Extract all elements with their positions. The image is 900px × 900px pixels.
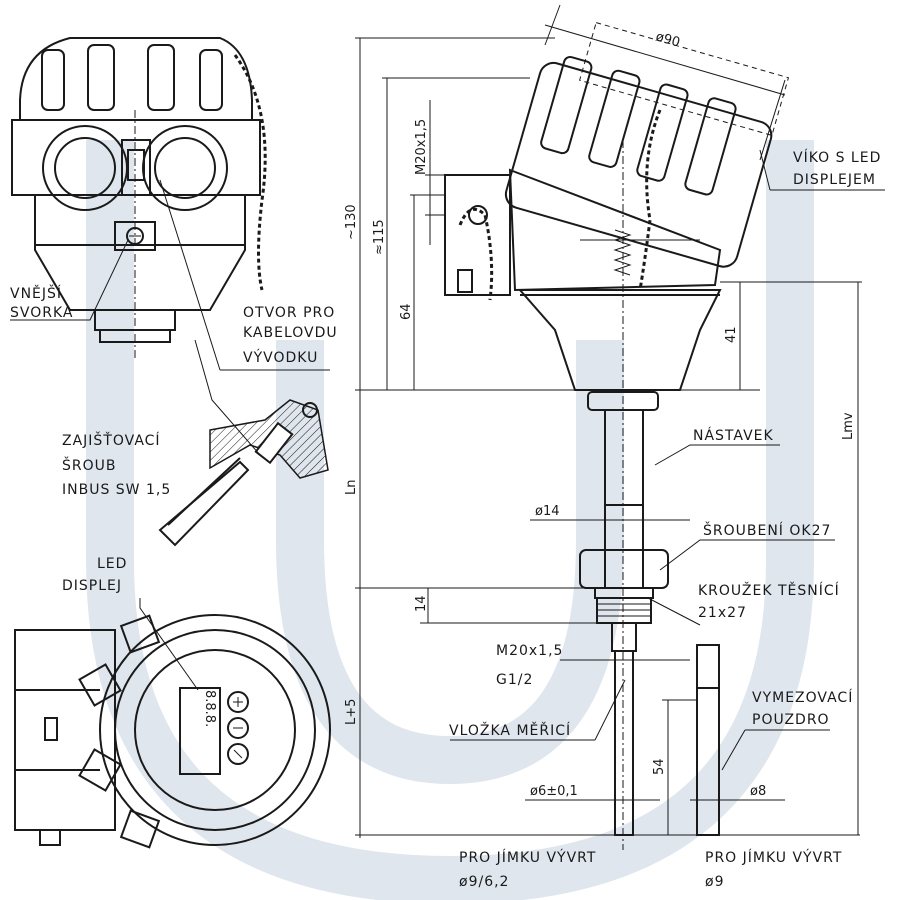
label-sleeve-2: POUZDRO [752, 712, 830, 728]
leader-outer-terminal [10, 239, 129, 321]
label-well-left-2: ø9/6,2 [459, 874, 509, 890]
leader-led-display [139, 598, 199, 691]
display-digits: 8.8.8. [202, 690, 217, 727]
dim-h130: ~130 [344, 204, 359, 240]
leader-lid [759, 149, 771, 191]
dim-ln: Ln [344, 480, 359, 495]
leader-gland [159, 179, 221, 371]
label-gland-2: KABELOVDU [243, 325, 338, 341]
dim-d14: ø14 [535, 504, 560, 519]
dim-l5: L+5 [344, 699, 359, 725]
label-thread-1: M20x1,5 [496, 643, 563, 659]
dim-h54: 54 [652, 758, 667, 775]
head-front-view [11, 37, 267, 360]
leader-sleeve [721, 729, 746, 771]
label-gland-1: OTVOR PRO [243, 305, 335, 321]
label-gland-3: VÝVODKU [243, 349, 318, 366]
dim-h115: ≈115 [372, 219, 387, 255]
leader-ok27 [659, 539, 835, 571]
dim-lmv: Lmv [841, 412, 856, 440]
leader-screw [194, 339, 261, 456]
dim-d6: ø6±0,1 [530, 784, 578, 799]
label-outer-terminal-1: VNĚJŠÍ [10, 284, 62, 302]
label-ok27: ŠROUBENÍ OK27 [703, 521, 831, 539]
watermark-logo [86, 140, 814, 900]
dimension-lines [355, 4, 862, 838]
dim-d8: ø8 [750, 784, 766, 799]
label-insert: VLOŽKA MĚŘICÍ [449, 721, 571, 739]
dim-d90: ø90 [654, 29, 682, 50]
label-ring-2: 21x27 [698, 605, 747, 621]
lid-ribs [41, 44, 223, 111]
label-led-1: LED [97, 556, 127, 572]
label-screw-2: ŠROUB [62, 456, 117, 474]
locking-screw-detail [158, 399, 329, 547]
dim-h14: 14 [414, 595, 429, 612]
leader-insert [594, 679, 626, 741]
dim-h41: 41 [724, 326, 739, 343]
label-well-right-2: ø9 [705, 874, 724, 890]
head-side-view [444, 21, 790, 850]
label-well-right-1: PRO JÍMKU VÝVRT [705, 849, 842, 866]
head-top-view: 8.8.8. [14, 614, 331, 849]
label-screw-1: ZAJIŠŤOVACÍ [62, 431, 161, 449]
leader-ring [647, 597, 701, 626]
dim-m20-top: M20x1,5 [414, 119, 429, 175]
label-outer-terminal-2: SVORKA [10, 305, 73, 321]
label-well-left-1: PRO JÍMKU VÝVRT [459, 849, 596, 866]
label-screw-3: INBUS SW 1,5 [62, 482, 171, 498]
label-extension: NÁSTAVEK [693, 427, 774, 444]
label-led-2: DISPLEJ [62, 578, 122, 594]
label-lid-1: VÍKO S LED [793, 149, 881, 166]
label-lid-2: DISPLEJEM [793, 172, 876, 188]
label-ring-1: KROUŽEK TĚSNÍCÍ [698, 581, 840, 599]
label-sleeve-1: VYMEZOVACÍ [752, 689, 853, 706]
leader-extension [654, 444, 780, 466]
label-thread-2: G1/2 [496, 672, 533, 688]
dim-h64: 64 [399, 303, 414, 320]
